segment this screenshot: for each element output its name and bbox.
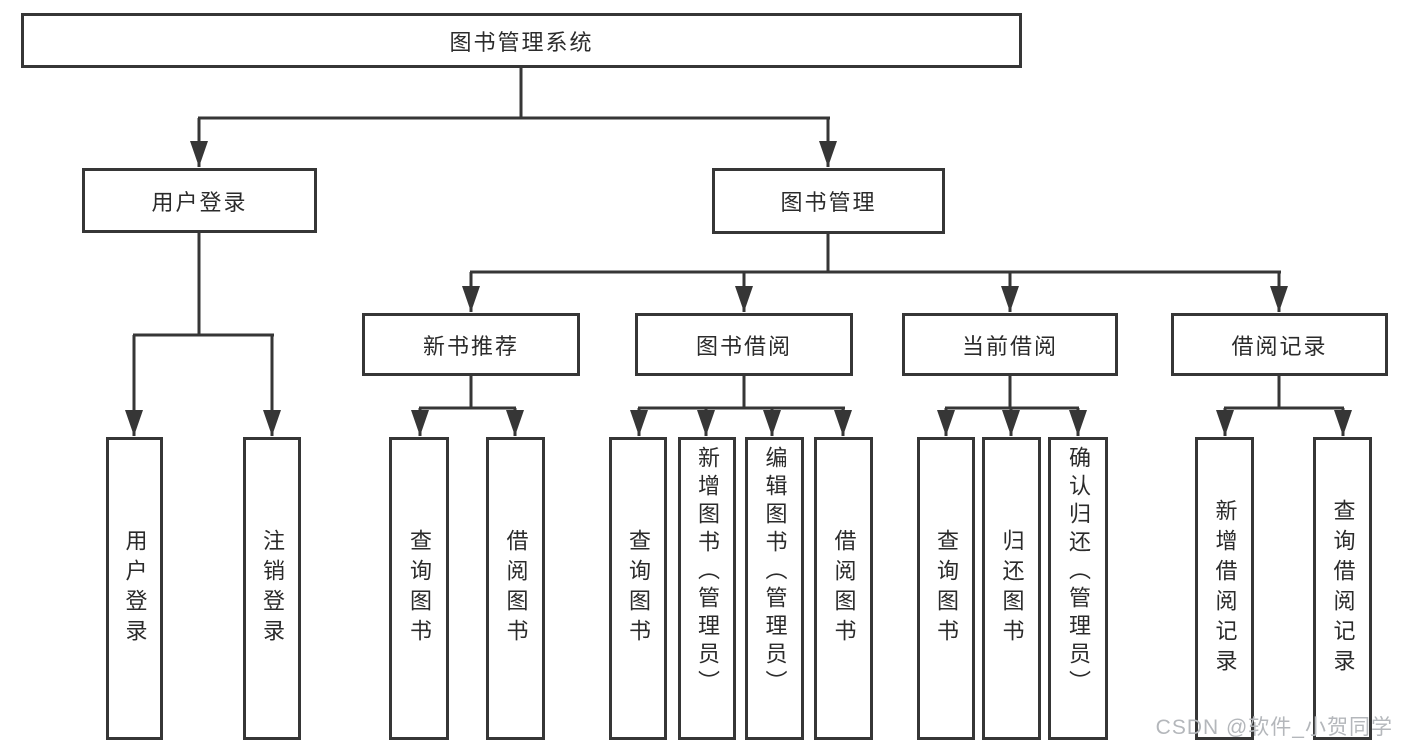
- arrowhead-down-icon: [819, 141, 837, 167]
- arrowhead-down-icon: [1069, 410, 1087, 436]
- arrowhead-down-icon: [125, 410, 143, 436]
- leaf-query-borrow-record: 查询借阅记录: [1313, 437, 1372, 740]
- leaf-borrow-books-borrowing: 借阅图书: [814, 437, 873, 740]
- leaf-confirm-return-admin: 确认归还（管理员）: [1048, 437, 1108, 740]
- leaf-add-borrow-record: 新增借阅记录: [1195, 437, 1254, 740]
- node-new-book-recommendation: 新书推荐: [362, 313, 580, 376]
- leaf-logout: 注销登录: [243, 437, 301, 740]
- node-book-management-branch: 图书管理: [712, 168, 945, 234]
- arrowhead-down-icon: [630, 410, 648, 436]
- node-current-borrowing: 当前借阅: [902, 313, 1118, 376]
- arrowhead-down-icon: [1002, 410, 1020, 436]
- node-library-management-system: 图书管理系统: [21, 13, 1022, 68]
- arrowhead-down-icon: [834, 410, 852, 436]
- leaf-query-books-newbook: 查询图书: [389, 437, 449, 740]
- node-borrowing-records: 借阅记录: [1171, 313, 1388, 376]
- arrowhead-down-icon: [763, 410, 781, 436]
- arrowhead-down-icon: [1334, 410, 1352, 436]
- leaf-edit-books-admin: 编辑图书（管理员）: [745, 437, 804, 740]
- arrowhead-down-icon: [263, 410, 281, 436]
- node-book-borrowing: 图书借阅: [635, 313, 853, 376]
- leaf-add-books-admin: 新增图书（管理员）: [678, 437, 736, 740]
- arrowhead-down-icon: [937, 410, 955, 436]
- leaf-return-books: 归还图书: [982, 437, 1041, 740]
- leaf-borrow-books-newbook: 借阅图书: [486, 437, 545, 740]
- arrowhead-down-icon: [411, 410, 429, 436]
- arrowhead-down-icon: [1270, 286, 1288, 312]
- leaf-query-books-current: 查询图书: [917, 437, 975, 740]
- arrowhead-down-icon: [1001, 286, 1019, 312]
- arrowhead-down-icon: [735, 286, 753, 312]
- arrowhead-down-icon: [697, 410, 715, 436]
- arrowhead-down-icon: [462, 286, 480, 312]
- leaf-user-login: 用户登录: [106, 437, 163, 740]
- arrowhead-down-icon: [1216, 410, 1234, 436]
- watermark-text: CSDN @软件_小贺同学: [1155, 716, 1393, 739]
- arrowhead-down-icon: [506, 410, 524, 436]
- leaf-query-books-borrowing: 查询图书: [609, 437, 667, 740]
- arrowhead-down-icon: [190, 141, 208, 167]
- node-user-login-branch: 用户登录: [82, 168, 317, 233]
